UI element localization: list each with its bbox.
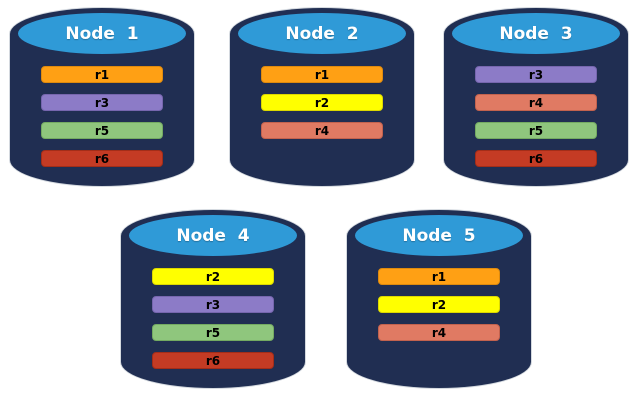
record-label: r3 — [205, 297, 221, 312]
record-bar: r6 — [475, 150, 597, 167]
record-label: r6 — [528, 151, 544, 166]
node-top-ellipse: Node 1 — [15, 10, 189, 57]
record-label: r5 — [528, 123, 544, 138]
record-label: r2 — [431, 297, 447, 312]
record-bar: r1 — [41, 66, 163, 83]
record-label: r2 — [314, 95, 330, 110]
record-bar: r4 — [475, 94, 597, 111]
record-bar: r6 — [41, 150, 163, 167]
record-label: r4 — [528, 95, 544, 110]
record-bar: r4 — [378, 324, 500, 341]
record-bar: r3 — [152, 296, 274, 313]
node-5-cylinder: Node 5 r1 r2 r4 — [347, 210, 531, 388]
record-bar: r2 — [261, 94, 383, 111]
record-bar: r3 — [41, 94, 163, 111]
record-label: r6 — [205, 353, 221, 368]
node-label: Node 2 — [285, 23, 359, 44]
node-top-ellipse: Node 2 — [235, 10, 409, 57]
node-label: Node 1 — [65, 23, 139, 44]
record-label: r2 — [205, 269, 221, 284]
node-3-cylinder: Node 3 r3 r4 r5 r6 — [444, 8, 628, 186]
node-label: Node 3 — [499, 23, 573, 44]
node-label: Node 5 — [402, 225, 476, 246]
record-label: r1 — [431, 269, 447, 284]
record-label: r3 — [528, 67, 544, 82]
record-bar: r5 — [41, 122, 163, 139]
node-4-cylinder: Node 4 r2 r3 r5 r6 — [121, 210, 305, 388]
record-label: r6 — [94, 151, 110, 166]
record-list: r3 r4 r5 r6 — [444, 66, 628, 167]
node-1-cylinder: Node 1 r1 r3 r5 r6 — [10, 8, 194, 186]
record-bar: r5 — [152, 324, 274, 341]
record-label: r1 — [314, 67, 330, 82]
record-bar: r6 — [152, 352, 274, 369]
record-bar: r5 — [475, 122, 597, 139]
record-list: r1 r2 r4 — [347, 268, 531, 341]
record-bar: r2 — [378, 296, 500, 313]
record-label: r5 — [205, 325, 221, 340]
record-label: r4 — [431, 325, 447, 340]
record-list: r2 r3 r5 r6 — [121, 268, 305, 369]
node-top-ellipse: Node 5 — [352, 212, 526, 259]
record-list: r1 r2 r4 — [230, 66, 414, 139]
record-label: r5 — [94, 123, 110, 138]
record-bar: r1 — [261, 66, 383, 83]
record-bar: r1 — [378, 268, 500, 285]
node-label: Node 4 — [176, 225, 250, 246]
record-list: r1 r3 r5 r6 — [10, 66, 194, 167]
record-label: r1 — [94, 67, 110, 82]
record-bar: r2 — [152, 268, 274, 285]
node-2-cylinder: Node 2 r1 r2 r4 — [230, 8, 414, 186]
node-top-ellipse: Node 3 — [449, 10, 623, 57]
record-label: r4 — [314, 123, 330, 138]
record-bar: r4 — [261, 122, 383, 139]
node-top-ellipse: Node 4 — [126, 212, 300, 259]
record-label: r3 — [94, 95, 110, 110]
record-bar: r3 — [475, 66, 597, 83]
